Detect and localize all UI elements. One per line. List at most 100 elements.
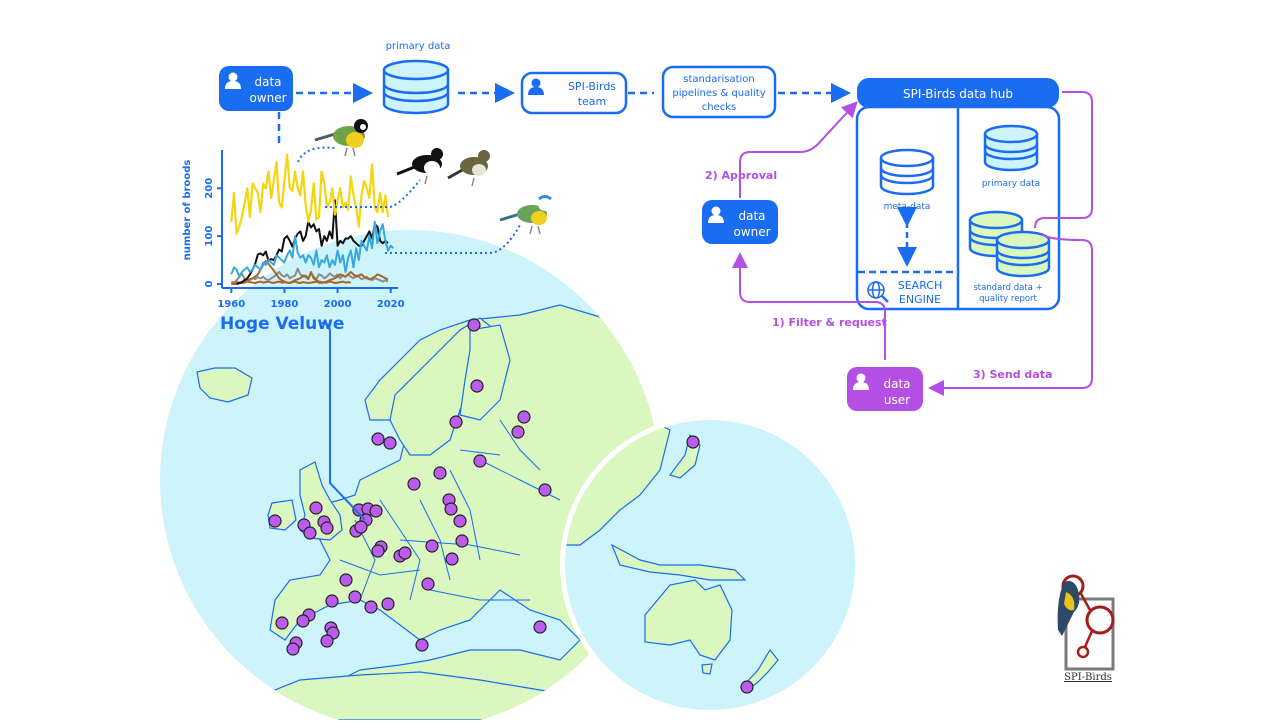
standardisation-line1: standarisation [683,74,754,85]
send-data-path [1034,91,1093,229]
step3-send-data: 3) Send data [973,368,1052,381]
study-site-marker[interactable] [511,425,525,439]
spi-birds-team-node[interactable]: SPI-Birds team [520,71,628,115]
study-site-marker[interactable] [286,642,300,656]
study-site-marker[interactable] [309,501,323,515]
study-site-marker[interactable] [325,594,339,608]
study-site-marker[interactable] [398,546,412,560]
study-site-marker[interactable] [444,502,458,516]
x-tick-label: 2000 [324,299,352,310]
bird-leader-lines [297,146,521,254]
study-site-marker[interactable] [371,544,385,558]
filter-request-path [732,252,886,360]
study-site-marker[interactable] [320,634,334,648]
study-site-marker[interactable] [453,514,467,528]
standard-data-database-icon [968,210,1051,278]
primary-data-label: primary data [386,41,451,52]
study-site-marker[interactable] [686,435,700,449]
europe-map [160,230,660,724]
logo-text: SPI-Birds [1064,672,1112,683]
standardisation-line3: checks [702,102,737,113]
data-hub-title: SPI-Birds data hub [903,87,1013,101]
series-line-blue-tit [230,220,394,278]
tasmania [701,663,713,675]
study-site-marker[interactable] [421,577,435,591]
study-site-marker[interactable] [470,379,484,393]
step1-filter-request: 1) Filter & request [772,316,887,329]
study-site-marker[interactable] [381,597,395,611]
data-user-line2: user [884,393,910,407]
study-site-marker[interactable] [354,520,368,534]
data-owner-line1: data [254,75,281,89]
study-site-marker[interactable] [538,483,552,497]
study-sites [268,318,754,694]
asia-pacific-map [560,415,860,715]
study-site-marker[interactable] [473,454,487,468]
finland [459,324,511,421]
study-site-marker[interactable] [415,638,429,652]
study-site-marker[interactable] [445,552,459,566]
study-site-marker[interactable] [320,521,334,535]
study-site-marker[interactable] [533,620,547,634]
standardisation-node[interactable]: standarisation pipelines & quality check… [661,65,777,119]
team-line2: team [578,95,607,108]
study-site-marker[interactable] [425,539,439,553]
chart-y-label: number of broods [182,160,193,261]
request-owner-line2: owner [733,225,770,239]
study-site-marker[interactable] [433,466,447,480]
study-site-marker[interactable] [467,318,481,332]
study-site-marker[interactable] [275,616,289,630]
data-hub-title-bar[interactable] [857,78,1059,108]
study-site-marker[interactable] [407,477,421,491]
standardisation-line2: pipelines & quality [672,88,765,99]
data-owner-line2: owner [249,91,286,105]
y-tick-label: 100 [204,226,215,247]
hoge-veluwe-label: Hoge Veluwe [220,314,344,334]
data-owner-node[interactable]: data owner [219,66,293,111]
spi-birds-logo[interactable]: SPI-Birds [1057,574,1115,683]
hoge-veluwe-leader-line [321,322,366,521]
study-site-marker[interactable] [517,410,531,424]
request-data-owner-node[interactable]: data owner [702,200,778,244]
team-line1: SPI-Birds [568,80,616,93]
blue-tit-illustration [499,195,552,235]
send-data-path-lower [928,233,1093,396]
study-site-marker[interactable] [268,514,282,528]
x-tick-label: 1980 [271,299,299,310]
data-user-node[interactable]: data user [847,367,923,411]
study-site-marker[interactable] [348,590,362,604]
study-site-marker[interactable] [364,600,378,614]
hub-primary-data-database-icon [983,124,1039,172]
search-engine-line2: ENGINE [899,293,941,306]
iceland [196,367,253,403]
primary-data-database-icon [382,59,450,115]
approval-path [739,101,858,198]
globe-search-icon[interactable] [867,281,889,303]
study-site-marker[interactable] [740,680,754,694]
pied-flycatcher-male-illustration [396,148,443,185]
great-tit-illustration [314,119,368,157]
study-site-marker[interactable] [455,534,469,548]
data-hub: SPI-Birds data hub meta-data SEARCH ENGI… [855,78,1061,311]
study-site-marker[interactable] [303,526,317,540]
step2-approval: 2) Approval [705,169,777,182]
meta-data-label: meta-data [884,202,931,212]
y-tick-label: 200 [204,178,215,199]
study-site-marker[interactable] [449,415,463,429]
southeast-asia-islands [610,543,747,581]
request-owner-line1: data [738,209,765,223]
study-site-marker[interactable] [339,573,353,587]
australia [644,579,733,661]
study-site-marker[interactable] [371,432,385,446]
x-tick-label: 2020 [377,299,405,310]
y-tick-label: 0 [204,280,215,287]
study-site-marker[interactable] [383,436,397,450]
study-site-marker[interactable] [369,504,383,518]
search-engine-line1: SEARCH [898,279,943,292]
standard-data-line1: standard data + [973,283,1042,293]
series-line-collared-flycatcher [231,260,389,285]
meta-data-database-icon [879,148,935,196]
study-site-marker[interactable] [296,614,310,628]
standard-data-line2: quality report [979,294,1037,304]
